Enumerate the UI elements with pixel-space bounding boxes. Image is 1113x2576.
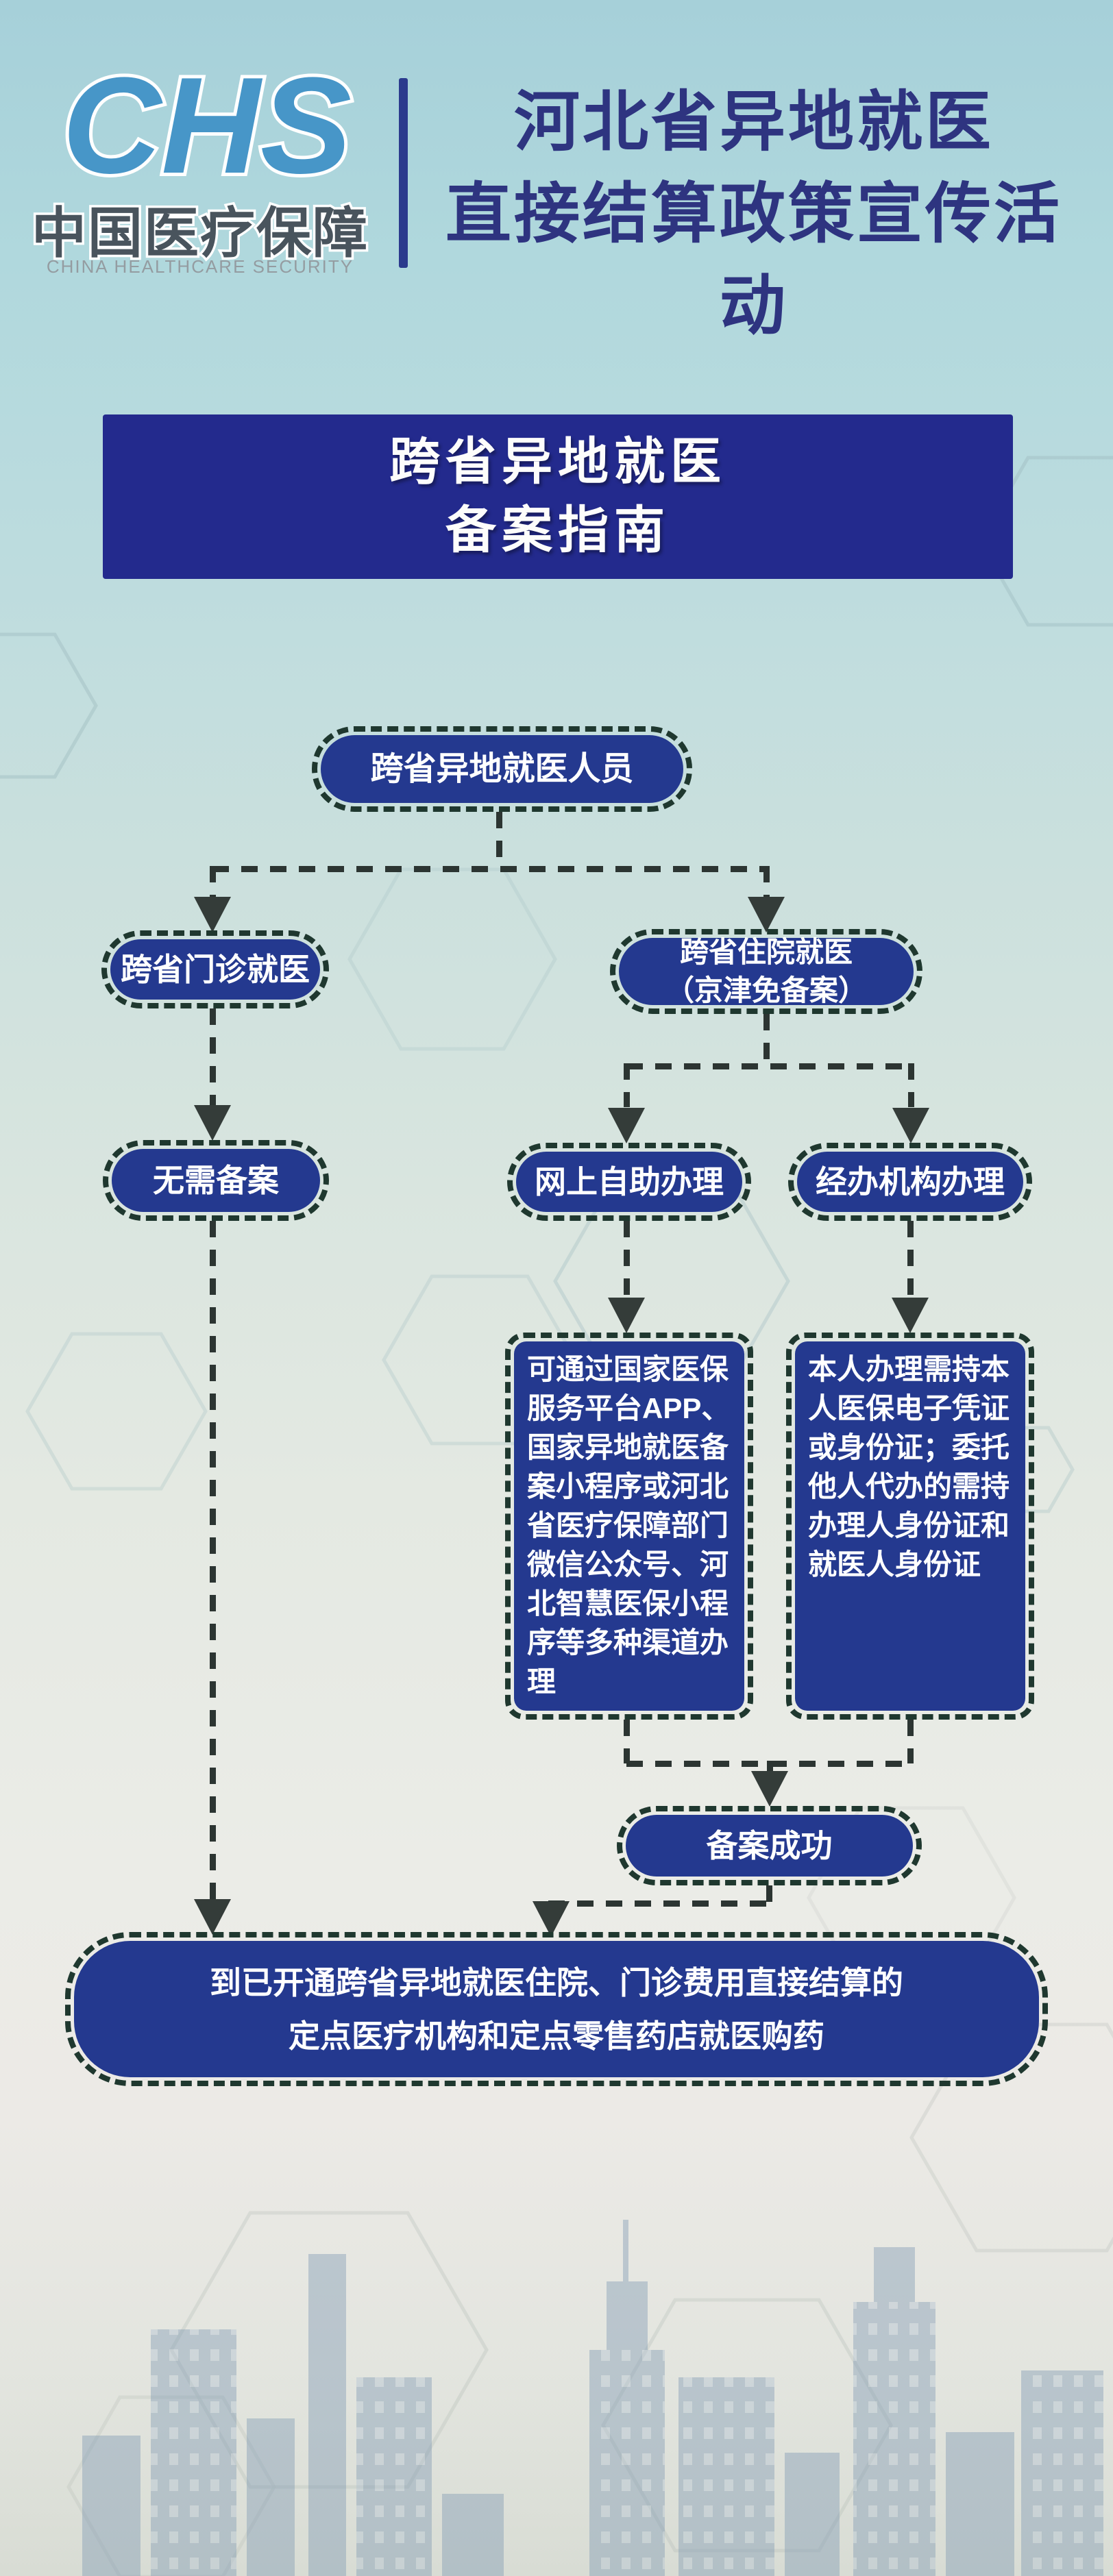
logo-name-en: CHINA HEALTHCARE SECURITY bbox=[47, 256, 354, 277]
header-divider bbox=[399, 78, 408, 268]
flow-node-online-detail: 可通过国家医保 服务平台APP、 国家异地就医备 案小程序或河北 省医疗保障部门… bbox=[505, 1333, 753, 1720]
connector-to-inpatient bbox=[763, 866, 770, 900]
arrow-to-outpatient bbox=[194, 897, 231, 932]
arrow-to-agency bbox=[892, 1108, 929, 1143]
page-title-line1: 河北省异地就医 bbox=[514, 86, 994, 159]
connector-agency-down bbox=[907, 1221, 914, 1298]
flow-node-agency-label: 经办机构办理 bbox=[816, 1164, 1005, 1200]
flow-node-outpatient: 跨省门诊就医 bbox=[101, 930, 329, 1008]
flow-node-agency: 经办机构办理 bbox=[788, 1143, 1032, 1221]
arrow-to-online-detail bbox=[608, 1298, 645, 1333]
flow-node-online-detail-text: 可通过国家医保 服务平台APP、 国家异地就医备 案小程序或河北 省医疗保障部门… bbox=[527, 1353, 731, 1698]
connector-to-agency bbox=[908, 1063, 914, 1107]
connector-online-detail-down bbox=[624, 1720, 630, 1763]
flow-node-start-label: 跨省异地就医人员 bbox=[370, 750, 634, 787]
flow-node-inpatient-label: 跨省住院就医 （京津免备案） bbox=[665, 936, 867, 1006]
connector-split-top bbox=[212, 866, 766, 872]
flow-node-final: 到已开通跨省异地就医住院、门诊费用直接结算的 定点医疗机构和定点零售药店就医购药 bbox=[65, 1932, 1048, 2086]
flow-node-online: 网上自助办理 bbox=[507, 1143, 751, 1221]
chs-logo: CHS 中国医疗保障 CHINA HEALTHCARE SECURITY bbox=[29, 55, 370, 277]
page-title-line2: 直接结算政策宣传活动 bbox=[445, 177, 1062, 343]
flow-node-start: 跨省异地就医人员 bbox=[312, 726, 692, 812]
connector-no-filing-down bbox=[210, 1221, 216, 1899]
flow-node-final-text: 到已开通跨省异地就医住院、门诊费用直接结算的 定点医疗机构和定点零售药店就医购药 bbox=[210, 1964, 903, 2054]
flow-node-success: 备案成功 bbox=[617, 1806, 922, 1885]
city-skyline bbox=[82, 2220, 1103, 2576]
guide-banner: 跨省异地就医 备案指南 bbox=[103, 414, 1013, 579]
arrow-no-filing-to-final bbox=[194, 1899, 231, 1935]
flow-node-no-filing-label: 无需备案 bbox=[153, 1163, 279, 1198]
logo-name-zh: 中国医疗保障 bbox=[32, 203, 369, 264]
connector-outpatient-down bbox=[210, 1008, 216, 1106]
flow-node-online-label: 网上自助办理 bbox=[535, 1164, 724, 1200]
connector-to-online bbox=[624, 1063, 630, 1107]
guide-banner-line1: 跨省异地就医 bbox=[389, 434, 726, 491]
arrow-to-online bbox=[608, 1108, 645, 1143]
arrow-to-agency-detail bbox=[892, 1298, 929, 1333]
arrow-to-inpatient bbox=[748, 897, 785, 932]
flow-node-success-label: 备案成功 bbox=[706, 1828, 833, 1863]
flow-node-agency-detail-text: 本人办理需持本 人医保电子凭证 或身份证；委托 他人代办的需持 办理人身份证和 … bbox=[808, 1353, 1010, 1581]
flow-node-agency-detail: 本人办理需持本 人医保电子凭证 或身份证；委托 他人代办的需持 办理人身份证和 … bbox=[786, 1333, 1034, 1720]
connector-online-down bbox=[624, 1221, 630, 1298]
connector-split-middle bbox=[626, 1063, 914, 1069]
logo-acronym: CHS bbox=[62, 55, 352, 202]
arrow-success-to-final bbox=[533, 1901, 570, 1937]
page-title: 河北省异地就医 直接结算政策宣传活动 bbox=[418, 77, 1090, 352]
flow-node-inpatient: 跨省住院就医 （京津免备案） bbox=[610, 929, 922, 1014]
guide-banner-line2: 备案指南 bbox=[445, 503, 670, 559]
flow-node-no-filing: 无需备案 bbox=[103, 1140, 329, 1221]
connector-to-outpatient bbox=[210, 866, 216, 900]
connector-success-down bbox=[766, 1885, 772, 1903]
connector-start-down bbox=[496, 812, 502, 869]
connector-agency-detail-down bbox=[907, 1720, 914, 1763]
arrow-to-success bbox=[751, 1771, 788, 1807]
connector-to-success bbox=[767, 1761, 773, 1772]
flow-node-outpatient-label: 跨省门诊就医 bbox=[121, 952, 310, 987]
connector-inpatient-down bbox=[763, 1014, 770, 1066]
connector-success-left bbox=[548, 1900, 770, 1907]
arrow-to-no-filing bbox=[194, 1105, 231, 1141]
